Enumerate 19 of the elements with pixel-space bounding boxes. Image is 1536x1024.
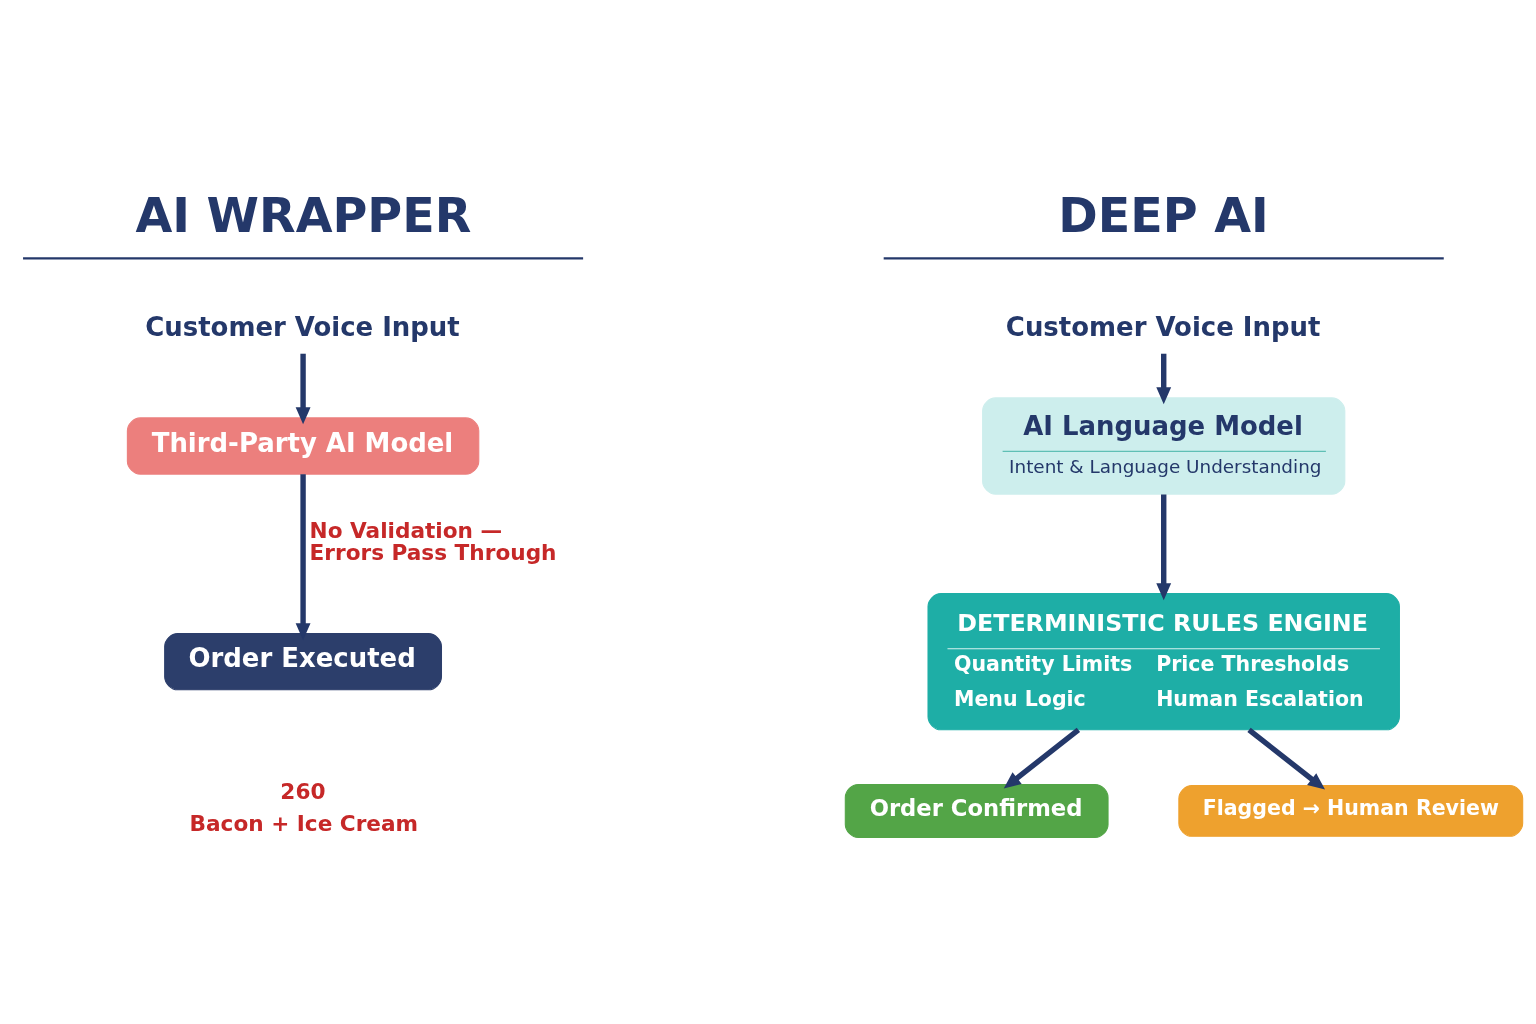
node-text: Customer Voice Input — [145, 311, 460, 342]
arrow — [1156, 494, 1172, 600]
node-box: Third-Party AI Model — [126, 416, 480, 475]
label: AI WRAPPER — [135, 187, 472, 243]
node-box: Flagged → Human Review — [1178, 784, 1524, 837]
arrow — [1247, 727, 1326, 790]
node-text: Customer Voice Input — [1005, 311, 1321, 342]
node-box: Order Executed — [164, 632, 442, 690]
node-label: 260 — [280, 778, 326, 804]
arrow — [1003, 727, 1081, 789]
label: DEEP AI — [1058, 187, 1269, 243]
node-box: Order Confirmed — [844, 783, 1109, 838]
node-box: DETERMINISTIC RULES ENGINE Quantity Limits Price Thresholds Menu Logic Human Escalation — [927, 592, 1400, 730]
arrow — [295, 353, 311, 424]
node-box: AI Language Model Intent & Language Understanding — [982, 396, 1346, 495]
arrow — [1156, 353, 1172, 404]
arrow — [295, 473, 311, 640]
edge-label: No Validation — Errors Pass Through — [309, 517, 557, 565]
node-label: Bacon + Ice Cream — [189, 810, 419, 836]
